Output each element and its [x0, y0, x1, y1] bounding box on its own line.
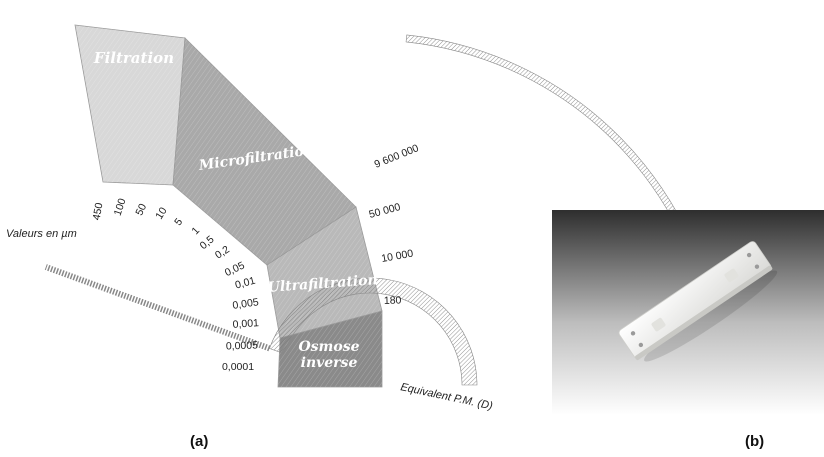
left-hatched-edge: [44, 264, 271, 352]
inner-tick-label: 0,5: [198, 233, 217, 252]
inner-tick-label: 1: [189, 225, 202, 238]
inner-tick-label: 0,01: [234, 275, 257, 292]
sector-texture: [278, 311, 382, 387]
outer-tick-label: 10 000: [380, 248, 414, 265]
sector-label-filtration: Filtration: [93, 49, 174, 67]
inner-tick-label: 0,05: [223, 259, 247, 279]
separation-fan-diagram: FiltrationMicrofiltrationUltrafiltration…: [6, 24, 723, 413]
inner-tick-label: 10: [153, 205, 169, 221]
sector-texture: [267, 207, 382, 338]
inner-tick-label: 5: [172, 216, 185, 228]
inner-tick-label: 450: [91, 202, 106, 221]
inner-tick-label: 0,0005: [226, 339, 259, 352]
outer-axis-title: Equivalent P.M. (D): [399, 381, 494, 412]
inner-tick-label: 0,0001: [222, 361, 254, 373]
inner-tick-label: 0,001: [232, 317, 259, 331]
inner-tick-label: 50: [133, 202, 149, 218]
sector-label-ultrafiltration: Ultrafiltration: [267, 272, 378, 296]
inner-tick-label: 0,005: [232, 296, 260, 312]
sector-texture: [75, 25, 185, 185]
outer-tick-label: 9 600 000: [373, 142, 421, 171]
inner-hatched-band: [269, 277, 478, 386]
panel-label-b: (b): [745, 433, 764, 450]
panel-label-a: (a): [190, 433, 208, 450]
inner-tick-label: 0,2: [213, 243, 232, 261]
membrane-plate: [618, 241, 778, 362]
sector-texture: [173, 38, 356, 265]
membrane-photo: [552, 210, 824, 415]
outer-tick-label: 50 000: [368, 201, 402, 221]
inner-axis-title: Valeurs en µm: [6, 228, 77, 240]
outer-tick-label: 180: [384, 294, 402, 307]
inner-tick-label: 100: [112, 197, 129, 218]
